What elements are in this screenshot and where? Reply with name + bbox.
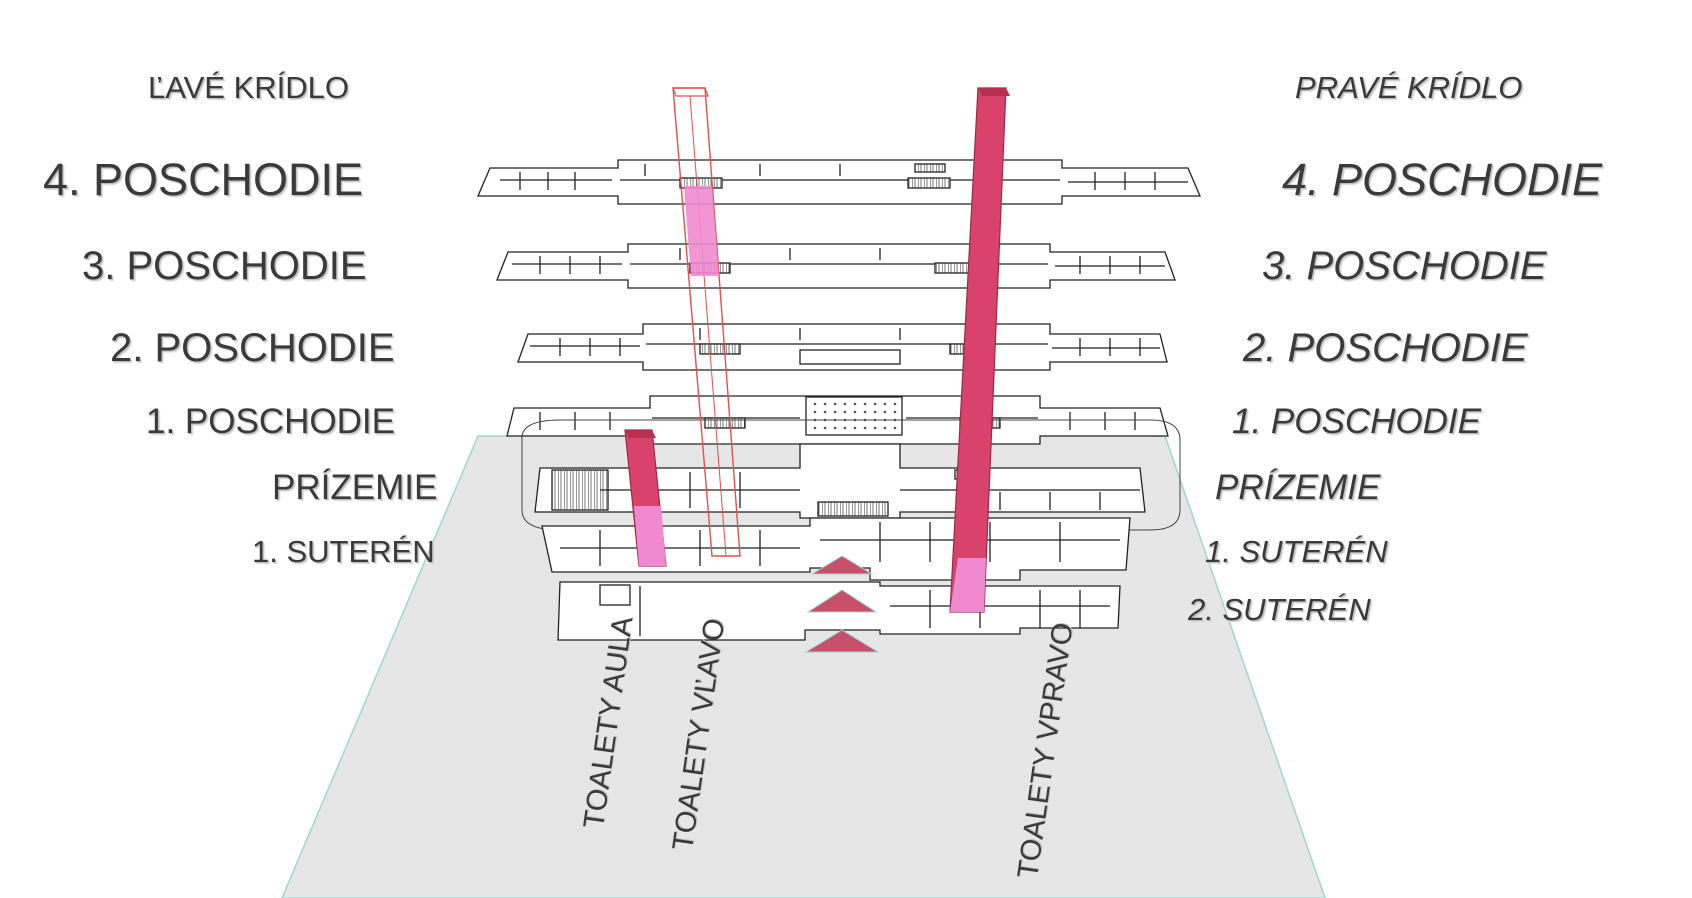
toilet-shaft-left (672, 87, 741, 557)
toilet-shaft-right (949, 87, 1010, 613)
right-ground-floor-label: PRÍZEMIE (1215, 468, 1381, 507)
floor-plan-2 (517, 323, 1168, 371)
right-floor-4-label: 4. POSCHODIE (1282, 154, 1603, 205)
left-floor-4-label: 4. POSCHODIE (43, 154, 364, 205)
left-ground-floor-label: PRÍZEMIE (272, 468, 438, 507)
left-floor-2-label: 2. POSCHODIE (110, 326, 395, 370)
left-wing-title: ĽAVÉ KRÍDLO (148, 70, 350, 105)
right-basement-2-label: 2. SUTERÉN (1188, 592, 1371, 627)
left-basement-1-label: 1. SUTERÉN (252, 534, 435, 569)
entrance-arrow-icon (804, 555, 880, 653)
toilet-shaft-aula (624, 429, 667, 567)
floor-plan-4 (477, 159, 1201, 205)
floor-plan-3 (496, 243, 1176, 289)
right-floor-3-label: 3. POSCHODIE (1262, 244, 1547, 288)
right-floor-1-label: 1. POSCHODIE (1232, 402, 1481, 441)
left-floor-1-label: 1. POSCHODIE (146, 402, 395, 441)
left-floor-3-label: 3. POSCHODIE (82, 244, 367, 288)
floor-plan-ground (521, 419, 1181, 531)
right-basement-1-label: 1. SUTERÉN (1205, 534, 1388, 569)
right-floor-2-label: 2. POSCHODIE (1243, 326, 1528, 370)
right-wing-title: PRAVÉ KRÍDLO (1295, 70, 1523, 105)
